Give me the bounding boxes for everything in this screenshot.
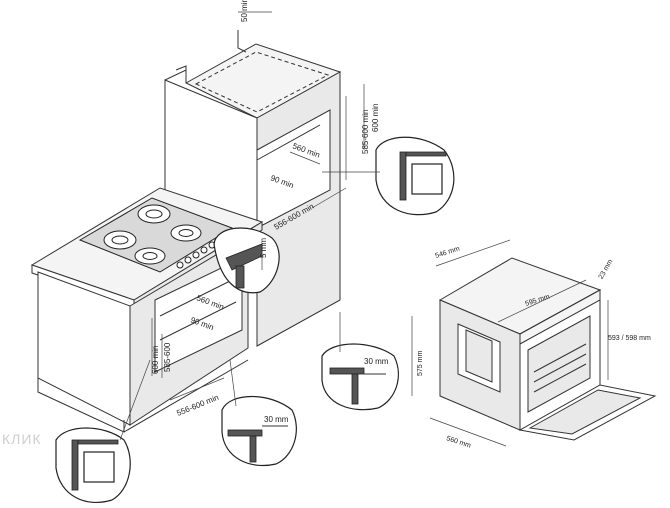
label-lower-height: 600 min xyxy=(151,346,160,374)
tall-cabinet xyxy=(164,30,342,347)
label-hob-clearance: 5 mm xyxy=(259,238,268,258)
detail-shelf-right xyxy=(321,343,399,411)
dimension-lines xyxy=(151,11,609,447)
label-lower-height-range: 585-600 xyxy=(163,342,172,372)
leader-lines xyxy=(119,171,380,441)
label-lower-niche-depth: 556-600 min xyxy=(175,393,220,418)
label-gap-top: 50 min xyxy=(240,0,249,22)
detail-top-right xyxy=(375,136,455,216)
detail-shelf-bottom xyxy=(221,395,297,467)
label-shelf-bottom: 30 mm xyxy=(264,415,289,424)
label-upper-height-range: 585-600 min xyxy=(361,110,370,154)
label-shelf-right: 30 mm xyxy=(364,357,389,366)
label-oven-body-width: 560 mm xyxy=(445,435,471,450)
hob-clearance-detail xyxy=(213,227,280,294)
label-oven-height: 593 / 598 mm xyxy=(608,335,651,342)
label-oven-depth: 546 mm xyxy=(434,245,460,260)
label-oven-body-height: 575 mm xyxy=(417,351,424,376)
built-in-oven xyxy=(438,257,657,441)
watermark: КЛИК xyxy=(2,431,42,447)
label-upper-height: 600 min xyxy=(371,104,380,132)
detail-bottom-left xyxy=(55,427,131,504)
base-cabinet xyxy=(30,187,264,433)
label-oven-top-offset: 23 mm xyxy=(598,258,615,280)
gas-hob xyxy=(78,197,234,273)
